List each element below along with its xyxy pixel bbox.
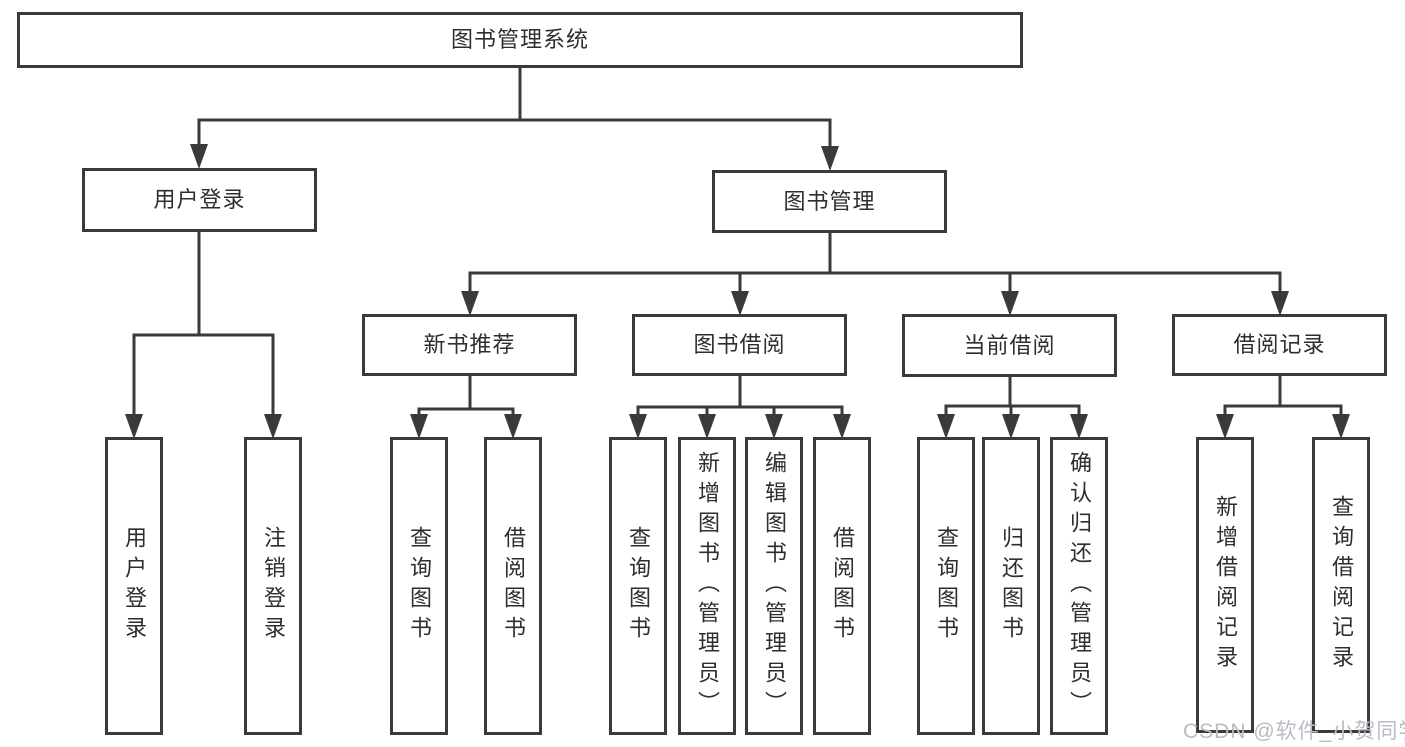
- node-borrowing-records-label: 借阅记录: [1233, 332, 1326, 357]
- connector-root: [197, 66, 832, 154]
- leaf-logout: 注销登录: [244, 437, 302, 735]
- arrowheads: [125, 144, 1350, 439]
- node-user-login-label: 用户登录: [153, 187, 246, 212]
- leaf-edit-book-admin: 编辑图书（管理员）: [745, 437, 803, 735]
- leaf-query-borrow-record-label: 查询借阅记录: [1329, 495, 1354, 675]
- watermark: CSDN @软件_小贺同学: [1183, 720, 1405, 743]
- node-borrowing-records: 借阅记录: [1172, 314, 1387, 376]
- connector-user-login: [132, 230, 275, 424]
- node-user-login: 用户登录: [82, 168, 317, 232]
- leaf-user-login-label: 用户登录: [122, 526, 147, 646]
- leaf-borrow-books-2-label: 借阅图书: [830, 526, 855, 646]
- leaf-return-book-label: 归还图书: [999, 526, 1024, 646]
- node-current-borrowing: 当前借阅: [902, 314, 1117, 377]
- leaf-borrow-books-1: 借阅图书: [484, 437, 542, 735]
- node-root-label: 图书管理系统: [450, 27, 589, 52]
- node-book-management-label: 图书管理: [783, 188, 876, 214]
- leaf-borrow-books-2: 借阅图书: [813, 437, 871, 735]
- leaf-confirm-return-admin: 确认归还（管理员）: [1050, 437, 1108, 735]
- leaf-query-borrow-record: 查询借阅记录: [1312, 437, 1370, 733]
- node-book-borrowing-label: 图书借阅: [693, 332, 786, 357]
- leaf-logout-label: 注销登录: [261, 526, 286, 646]
- node-book-borrowing: 图书借阅: [632, 314, 847, 376]
- leaf-query-books-2: 查询图书: [609, 437, 667, 735]
- leaf-add-book-admin: 新增图书（管理员）: [678, 437, 736, 735]
- leaf-query-books-1: 查询图书: [390, 437, 448, 735]
- node-root: 图书管理系统: [17, 12, 1023, 68]
- connector-new-book-recommend: [417, 374, 515, 424]
- leaf-edit-book-admin-label: 编辑图书（管理员）: [762, 451, 787, 721]
- leaf-query-books-3-label: 查询图书: [934, 526, 959, 646]
- connector-borrowing-records: [1223, 374, 1343, 424]
- connector-book-management: [468, 231, 1282, 300]
- leaf-user-login: 用户登录: [105, 437, 163, 735]
- node-new-book-recommend-label: 新书推荐: [423, 332, 516, 357]
- leaf-return-book: 归还图书: [982, 437, 1040, 735]
- node-new-book-recommend: 新书推荐: [362, 314, 577, 376]
- node-current-borrowing-label: 当前借阅: [963, 332, 1056, 358]
- node-book-management: 图书管理: [712, 170, 947, 233]
- leaf-query-books-2-label: 查询图书: [626, 526, 651, 646]
- leaf-query-books-1-label: 查询图书: [407, 526, 432, 646]
- leaf-query-books-3: 查询图书: [917, 437, 975, 735]
- leaf-add-borrow-record-label: 新增借阅记录: [1213, 495, 1238, 675]
- leaf-add-book-admin-label: 新增图书（管理员）: [695, 451, 720, 721]
- leaf-confirm-return-admin-label: 确认归还（管理员）: [1067, 451, 1092, 721]
- leaf-add-borrow-record: 新增借阅记录: [1196, 437, 1254, 733]
- connector-book-borrowing: [636, 374, 844, 424]
- leaf-borrow-books-1-label: 借阅图书: [501, 526, 526, 646]
